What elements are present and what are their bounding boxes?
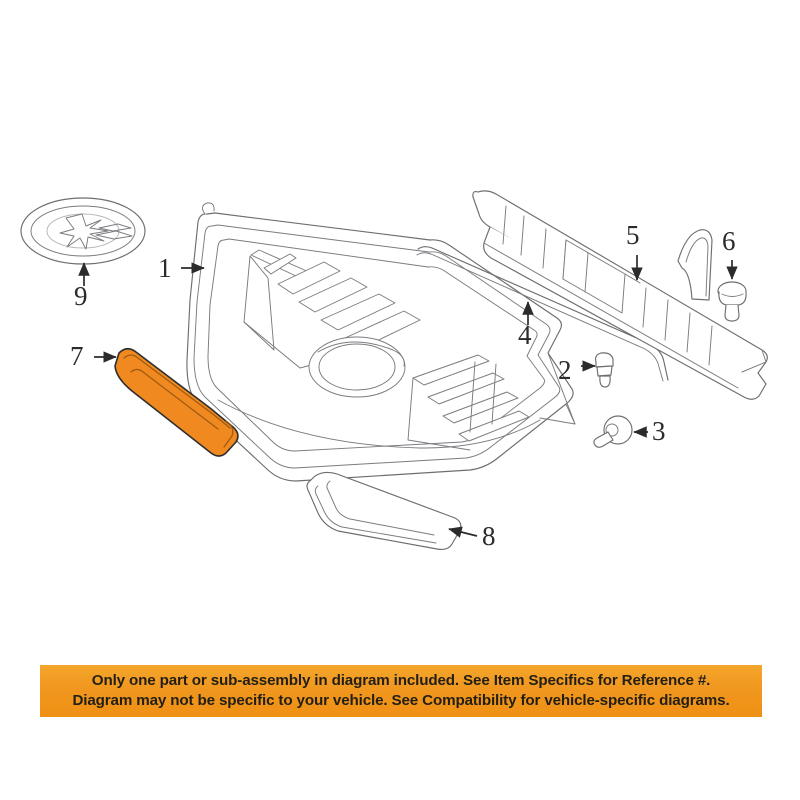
callout-label-4: 4: [518, 320, 532, 350]
callout-label-7: 7: [70, 341, 84, 371]
part-push-pin-clip: [717, 281, 747, 322]
callout-label-2: 2: [558, 355, 572, 385]
callout-leader-8: [448, 526, 478, 538]
notice-banner: Only one part or sub-assembly in diagram…: [40, 665, 762, 717]
part-upper-support-bracket: [472, 190, 768, 400]
notice-line-2: Diagram may not be specific to your vehi…: [72, 691, 730, 709]
callout-label-6: 6: [722, 226, 736, 256]
part-lower-grille-trim: [306, 471, 462, 551]
part-grille-assembly: [186, 202, 576, 482]
part-emblem-badge: [20, 197, 146, 265]
part-grille-trim-highlighted: [114, 347, 239, 457]
notice-line-1: Only one part or sub-assembly in diagram…: [91, 671, 711, 689]
callout-label-1: 1: [158, 253, 172, 283]
callout-label-5: 5: [626, 220, 640, 250]
part-push-clip: [594, 352, 614, 388]
callout-label-3: 3: [652, 416, 666, 446]
part-screw-grommet: [593, 415, 633, 448]
callout-label-8: 8: [482, 521, 496, 551]
callout-label-9: 9: [74, 281, 88, 311]
